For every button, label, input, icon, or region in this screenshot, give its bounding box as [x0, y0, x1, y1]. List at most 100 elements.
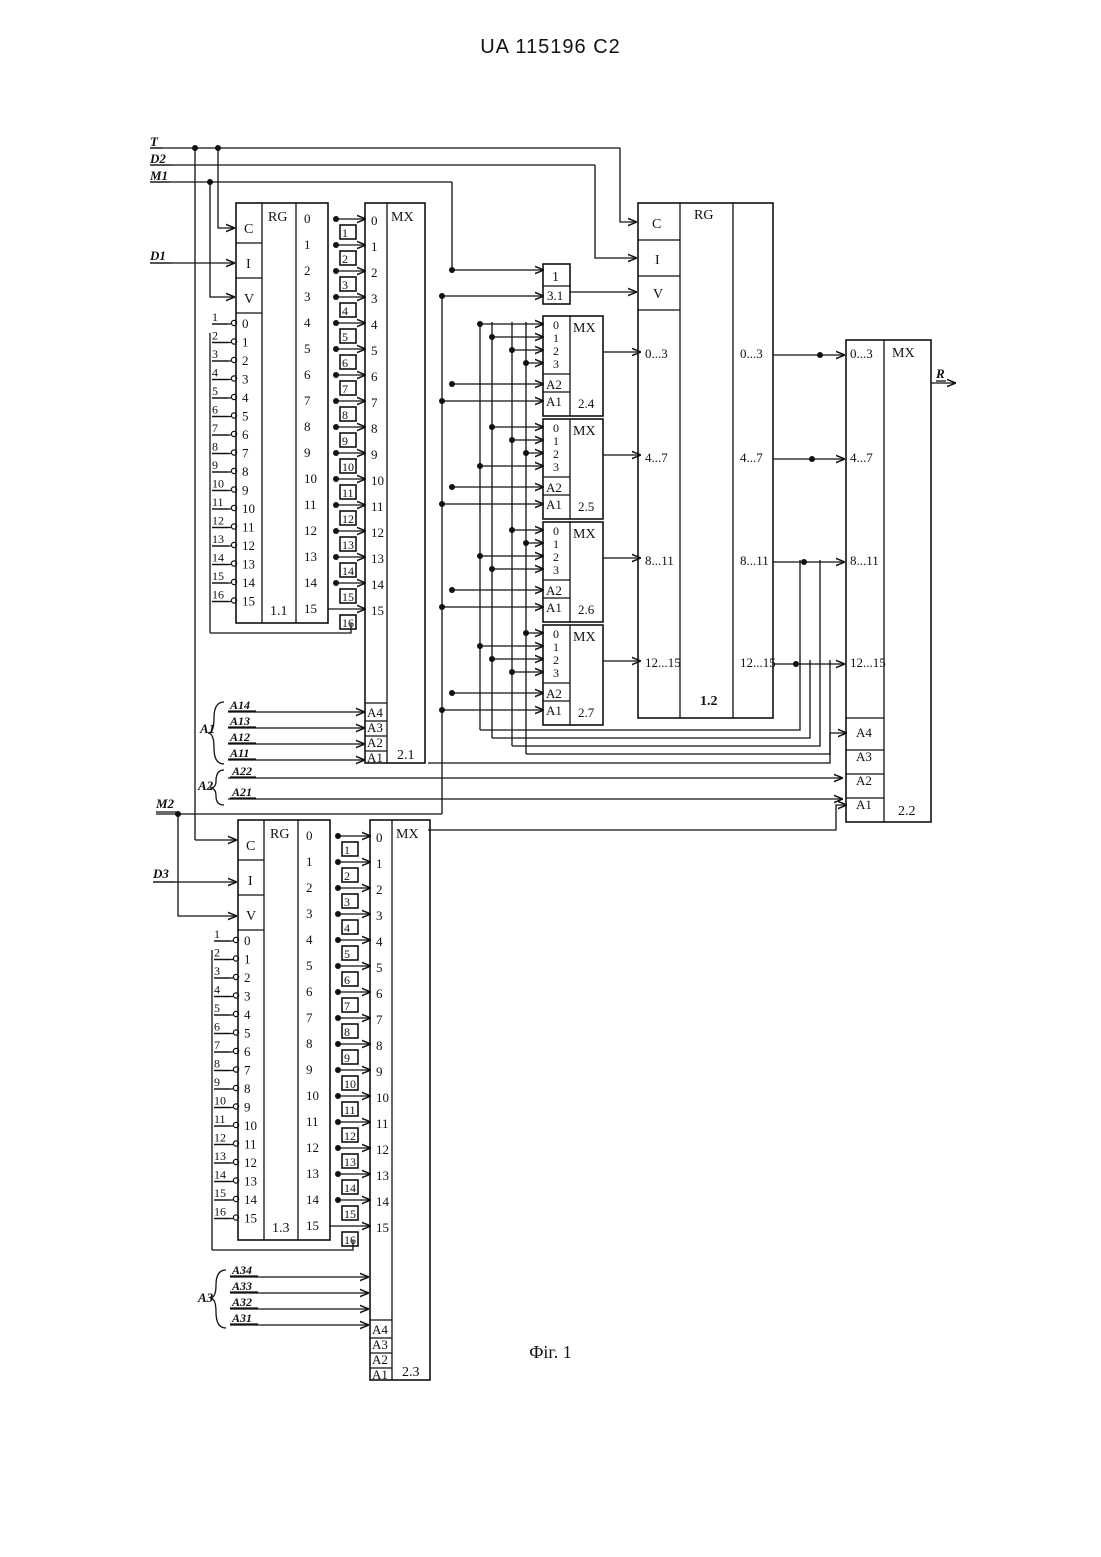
c3-num-box-label-5: 5: [344, 947, 350, 961]
signal-label-a22: A22: [231, 764, 252, 778]
c1-line-num-16: 16: [212, 588, 224, 602]
c1-out-label-6: 6: [304, 367, 311, 382]
c3-line-num-11: 11: [214, 1112, 226, 1126]
mx22-addr-A2: A2: [856, 773, 872, 788]
c1-mx-in-9: 9: [371, 447, 378, 462]
c1-num-box-label-14: 14: [342, 564, 354, 578]
signal-label-r: R: [935, 366, 945, 381]
c1-line-num-12: 12: [212, 514, 224, 528]
wire: [212, 1240, 353, 1250]
mx22-in-0: 0...3: [850, 346, 873, 361]
mx2-5-a2: A2: [546, 480, 562, 495]
signal-label-a13: A13: [229, 714, 250, 728]
c1-in-label-6: 6: [242, 427, 249, 442]
c1-pin-v: V: [244, 292, 254, 307]
wire: [480, 560, 800, 730]
wire: [452, 182, 543, 270]
junction-dot: [192, 145, 198, 151]
signal-label-a14: A14: [229, 698, 250, 712]
signal-label-d2: D2: [149, 151, 166, 166]
junction-dot: [449, 381, 455, 387]
c1-rg-type: RG: [268, 210, 287, 225]
c1-out-label-5: 5: [304, 341, 311, 356]
c1-line-num-3: 3: [212, 347, 218, 361]
c1-num-box-label-6: 6: [342, 356, 348, 370]
mx22-type: MX: [892, 346, 915, 361]
c3-mx-in-7: 7: [376, 1012, 383, 1027]
signal-label-m1: M1: [149, 168, 168, 183]
rg12-in-2: 8...11: [645, 553, 674, 568]
signal-label-a31: A31: [231, 1311, 252, 1325]
c3-num-box-label-8: 8: [344, 1025, 350, 1039]
c1-in-label-11: 11: [242, 520, 255, 535]
mx2-6-in-3: 3: [553, 563, 559, 577]
c1-mx-in-8: 8: [371, 421, 378, 436]
c3-out-label-10: 10: [306, 1088, 319, 1103]
wire: [210, 182, 234, 297]
mx2-5-type: MX: [573, 424, 596, 439]
c3-mx-in-4: 4: [376, 934, 383, 949]
c3-num-box-label-10: 10: [344, 1077, 356, 1091]
signal-label-m2: M2: [155, 796, 175, 811]
mx2-7-a1: A1: [546, 703, 562, 718]
c3-num-box-label-12: 12: [344, 1129, 356, 1143]
c3-rg-type: RG: [270, 827, 289, 842]
c1-mx-addr-A2: A2: [367, 735, 383, 750]
mx2-6-type: MX: [573, 527, 596, 542]
c1-mx-id: 2.1: [397, 748, 415, 763]
c3-out-label-2: 2: [306, 880, 313, 895]
signal-label-d3: D3: [152, 866, 169, 881]
c1-num-box-label-11: 11: [342, 486, 354, 500]
c3-out-label-14: 14: [306, 1192, 320, 1207]
c3-out-label-12: 12: [306, 1140, 319, 1155]
c1-in-label-3: 3: [242, 372, 249, 387]
c3-out-label-4: 4: [306, 932, 313, 947]
c1-mx-in-11: 11: [371, 499, 384, 514]
junction-dot: [449, 587, 455, 593]
c1-in-label-15: 15: [242, 594, 255, 609]
c3-in-label-14: 14: [244, 1192, 258, 1207]
c1-mx-in-7: 7: [371, 395, 378, 410]
rg12-in-0: 0...3: [645, 346, 668, 361]
junction-dot: [449, 267, 455, 273]
c1-num-box-label-15: 15: [342, 590, 354, 604]
c1-num-box-label-7: 7: [342, 382, 348, 396]
rg12-out-2: 8...11: [740, 553, 769, 568]
mx22-addr-A4: A4: [856, 725, 872, 740]
rg12-out-dot-1: [809, 456, 815, 462]
c1-in-label-4: 4: [242, 390, 249, 405]
mx2-7-a2: A2: [546, 686, 562, 701]
c3-rg-id: 1.3: [272, 1221, 290, 1236]
rg12-out-1: 4...7: [740, 450, 763, 465]
c3-num-box-label-13: 13: [344, 1155, 356, 1169]
wire: [526, 660, 830, 754]
c3-num-box-label-1: 1: [344, 843, 350, 857]
c1-out-label-9: 9: [304, 445, 311, 460]
mx2-4-a2: A2: [546, 377, 562, 392]
junction-dot: [439, 604, 445, 610]
junction-dot: [439, 501, 445, 507]
c1-line-num-6: 6: [212, 403, 218, 417]
c3-out-label-9: 9: [306, 1062, 313, 1077]
c3-out-label-13: 13: [306, 1166, 319, 1181]
c1-out-label-7: 7: [304, 393, 311, 408]
c3-mx-in-11: 11: [376, 1116, 389, 1131]
signal-label-a32: A32: [231, 1295, 252, 1309]
c1-num-box-label-5: 5: [342, 330, 348, 344]
c1-pin-i: I: [246, 257, 251, 272]
wire: [428, 805, 846, 830]
mx2-4-in-0: 0: [553, 318, 559, 332]
rg12-in-1: 4...7: [645, 450, 668, 465]
c1-line-num-8: 8: [212, 440, 218, 454]
mx22-addr-A1: A1: [856, 797, 872, 812]
c1-mx-in-1: 1: [371, 239, 378, 254]
junction-dot: [449, 484, 455, 490]
c1-mx-addr-A4: A4: [367, 705, 383, 720]
mx2-5-in-3: 3: [553, 460, 559, 474]
c3-num-box-label-6: 6: [344, 973, 350, 987]
c1-out-label-1: 1: [304, 237, 311, 252]
junction-dot: [449, 690, 455, 696]
c3-mx-in-10: 10: [376, 1090, 389, 1105]
c3-in-label-0: 0: [244, 933, 251, 948]
c1-mx-in-6: 6: [371, 369, 378, 384]
